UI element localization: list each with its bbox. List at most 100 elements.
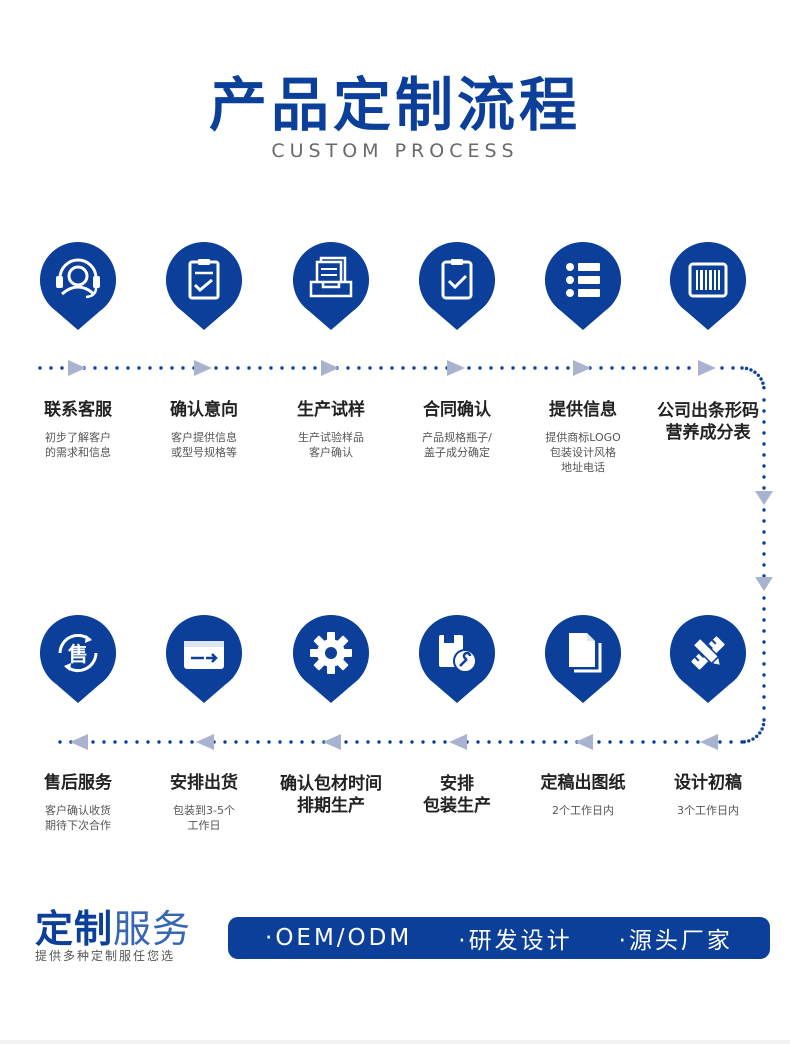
flow-dot bbox=[311, 740, 315, 744]
flow-dot bbox=[49, 366, 53, 370]
flow-dot bbox=[157, 740, 161, 744]
flow-dot bbox=[93, 366, 97, 370]
step-desc-steps_row2-1: 包装到3-5个工作日 bbox=[142, 803, 266, 833]
flow-dot bbox=[755, 734, 759, 739]
flow-dot bbox=[258, 366, 262, 370]
flow-dot bbox=[762, 519, 766, 523]
page-subtitle: CUSTOM PROCESS bbox=[271, 140, 519, 162]
flow-dot bbox=[291, 366, 295, 370]
flow-dot bbox=[566, 366, 570, 370]
flow-dot bbox=[762, 508, 766, 512]
barcode-icon bbox=[688, 262, 728, 298]
step-desc-steps_row2-0: 客户确认收货期待下次合作 bbox=[16, 803, 140, 833]
flow-arrow bbox=[68, 360, 86, 376]
flow-arrow bbox=[449, 734, 467, 750]
flow-dot bbox=[740, 740, 744, 744]
flow-dot bbox=[432, 740, 436, 744]
step-desc-line: 期待下次合作 bbox=[45, 819, 111, 832]
step-pin-steps_row1-4 bbox=[543, 240, 623, 332]
step-title-line: 提供信息 bbox=[549, 400, 617, 420]
flow-dot bbox=[478, 366, 482, 370]
list-icon bbox=[566, 263, 600, 297]
step-title-line: 营养成分表 bbox=[665, 423, 751, 443]
step-title-line: 排期生产 bbox=[297, 796, 365, 816]
flow-dot bbox=[223, 740, 227, 744]
flow-dot bbox=[104, 366, 108, 370]
flow-dot bbox=[762, 398, 766, 402]
flow-dot bbox=[762, 673, 766, 677]
flow-dot bbox=[146, 740, 150, 744]
flow-dot bbox=[313, 366, 317, 370]
flow-arrow bbox=[575, 734, 593, 750]
flow-dot bbox=[531, 740, 535, 744]
flow-dot bbox=[476, 740, 480, 744]
step-pin-steps_row2-2 bbox=[291, 613, 371, 705]
flow-dot bbox=[443, 740, 447, 744]
flow-dot bbox=[749, 368, 753, 372]
flow-dot bbox=[751, 737, 755, 741]
flow-dot bbox=[729, 740, 733, 744]
pencil-ruler-icon bbox=[691, 636, 725, 670]
flow-dot bbox=[762, 420, 766, 424]
step-title-steps_row2-0: 售后服务 bbox=[16, 773, 140, 794]
flow-dot bbox=[762, 640, 766, 644]
service-rd-design: ·研发设计 bbox=[458, 928, 573, 954]
flow-dot bbox=[388, 740, 392, 744]
flow-arrow bbox=[755, 577, 773, 591]
step-pin-steps_row2-0: 售 bbox=[38, 613, 118, 705]
flow-dot bbox=[423, 366, 427, 370]
step-title-steps_row1-2: 生产试样 bbox=[269, 400, 393, 421]
flow-dot bbox=[179, 740, 183, 744]
flow-dot bbox=[762, 629, 766, 633]
flow-dot bbox=[555, 366, 559, 370]
flow-dot bbox=[256, 740, 260, 744]
flow-dot bbox=[377, 740, 381, 744]
flow-dot bbox=[762, 618, 766, 622]
step-title-line: 确认意向 bbox=[170, 400, 238, 420]
flow-dot bbox=[762, 563, 766, 567]
flow-dot bbox=[533, 366, 537, 370]
files-icon bbox=[569, 633, 602, 673]
step-desc-steps_row1-3: 产品规格瓶子/盖子成分确定 bbox=[395, 430, 519, 460]
flow-dot bbox=[113, 740, 117, 744]
step-pin-steps_row1-0 bbox=[38, 240, 118, 332]
brand-title-light: 服务 bbox=[113, 907, 192, 951]
clipboard-check-icon bbox=[188, 259, 220, 300]
flow-dot bbox=[762, 409, 766, 413]
step-title-line: 安排出货 bbox=[170, 773, 238, 793]
flow-dot bbox=[621, 366, 625, 370]
flow-dot bbox=[236, 366, 240, 370]
gear-icon bbox=[310, 632, 352, 674]
document-tray-icon bbox=[309, 256, 353, 298]
step-desc-line: 初步了解客户 bbox=[45, 431, 111, 444]
brand-title-strong: 定制 bbox=[35, 907, 114, 951]
flow-dot bbox=[269, 366, 273, 370]
flow-dot bbox=[762, 574, 766, 578]
flow-dot bbox=[368, 366, 372, 370]
flow-dot bbox=[234, 740, 238, 744]
flow-dot bbox=[652, 740, 656, 744]
flow-dot bbox=[756, 373, 761, 377]
flow-dot bbox=[632, 366, 636, 370]
flow-dot bbox=[58, 740, 62, 744]
after-sale-cycle-icon: 售 bbox=[58, 633, 98, 673]
step-title-steps_row2-4: 定稿出图纸 bbox=[521, 773, 645, 794]
flow-dot bbox=[302, 366, 306, 370]
flow-dot bbox=[247, 366, 251, 370]
flow-dot bbox=[498, 740, 502, 744]
flow-dot bbox=[289, 740, 293, 744]
flow-dot bbox=[489, 366, 493, 370]
flow-dot bbox=[60, 366, 64, 370]
flow-dot bbox=[610, 366, 614, 370]
step-title-steps_row2-2: 确认包材时间排期生产 bbox=[269, 773, 393, 817]
flow-arrow bbox=[323, 734, 341, 750]
flow-dot bbox=[762, 651, 766, 655]
step-desc-line: 2个工作日内 bbox=[552, 804, 614, 817]
flow-dot bbox=[731, 366, 735, 370]
flow-dot bbox=[300, 740, 304, 744]
flow-dot bbox=[434, 366, 438, 370]
flow-dot bbox=[357, 366, 361, 370]
flow-dot bbox=[148, 366, 152, 370]
step-desc-line: 客户确认收货 bbox=[45, 804, 111, 817]
flow-dot bbox=[762, 718, 766, 722]
